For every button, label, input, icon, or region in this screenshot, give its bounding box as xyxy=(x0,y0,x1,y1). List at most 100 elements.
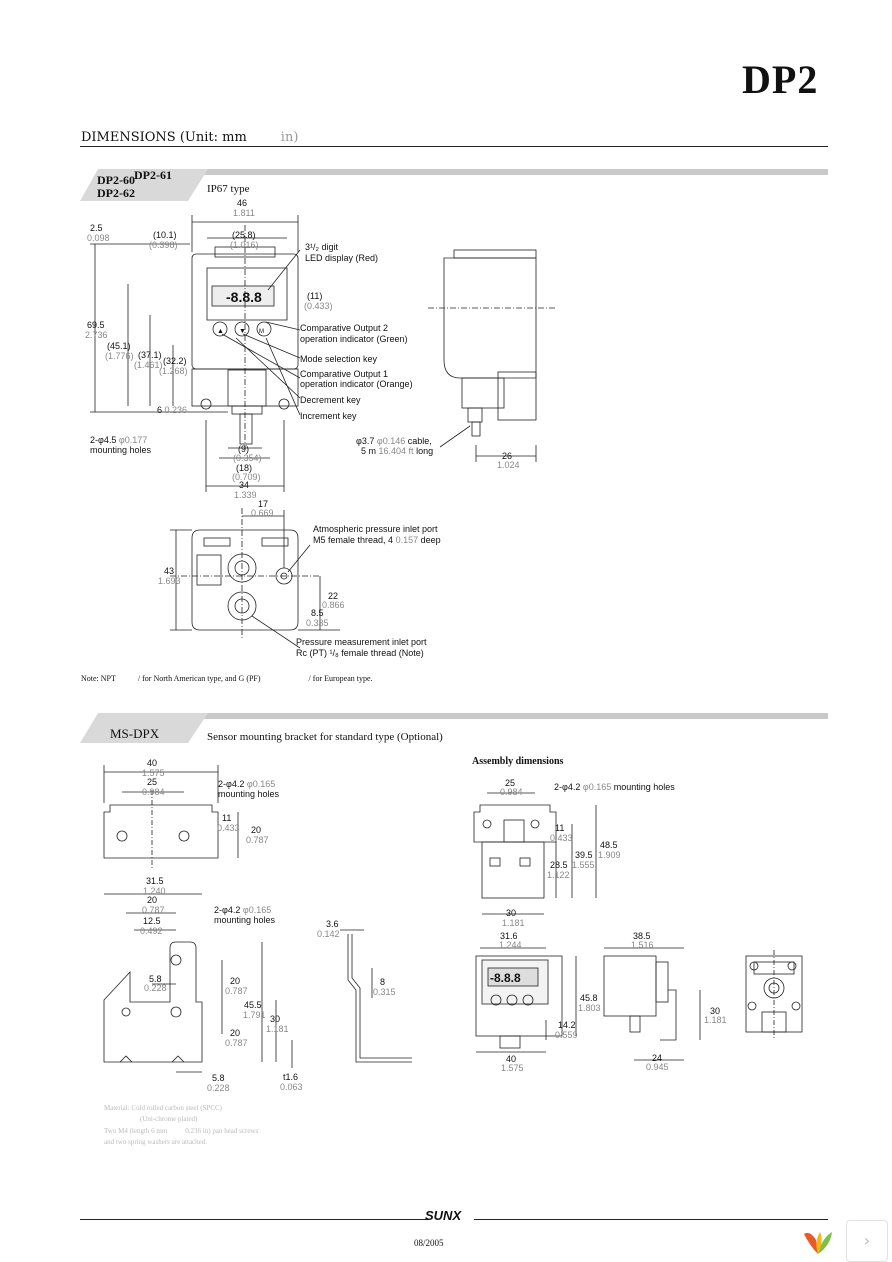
dim-ms-12-5: 12.5 xyxy=(143,916,161,926)
dim-ms-5-8-in: 0.228 xyxy=(144,983,167,993)
dim-asm-24: 24 xyxy=(652,1053,663,1063)
dim-asm-28-5: 28.5 xyxy=(550,860,568,870)
dim-asm-39-5-in: 1.555 xyxy=(572,860,595,870)
dim-asm-30b: 30 xyxy=(710,1006,721,1016)
dim-ms-25: 25 xyxy=(147,777,158,787)
section-rule xyxy=(80,146,828,147)
dim-ms-5-8: 5.8 xyxy=(149,974,162,984)
dim-ms-30: 30 xyxy=(270,1014,281,1024)
cable-spec-a: φ3.7 φ0.146 cable, xyxy=(356,436,432,446)
assembly-title: Assembly dimensions xyxy=(472,756,564,767)
callout-out1-a: Comparative Output 1 xyxy=(300,369,389,379)
sunx-logo: SUNX xyxy=(425,1208,462,1223)
ip67-label: IP67 type xyxy=(207,183,250,195)
callout-mode: Mode selection key xyxy=(300,354,378,364)
dim-ms-25-in: 0.984 xyxy=(142,787,165,797)
mounting-holes-a: 2-φ4.5 φ0.177 xyxy=(90,435,148,445)
dim-asm-39-5: 39.5 xyxy=(575,850,593,860)
dim-asm-31-6: 31.6 xyxy=(500,931,518,941)
dim-37-1: (37.1) xyxy=(138,350,162,360)
dim-ms-t1-6: t1.6 xyxy=(283,1072,299,1082)
dim-asm-48-5-in: 1.909 xyxy=(598,850,621,860)
dim-ms-31-5-in: 1.240 xyxy=(143,886,166,896)
dim-ms-30-in: 1.181 xyxy=(266,1024,289,1034)
dim-asm-14-2: 14.2 xyxy=(558,1020,576,1030)
svg-text:▼: ▼ xyxy=(239,328,246,335)
dim-8-5: 8.5 xyxy=(311,608,324,618)
dim-34: 34 xyxy=(239,480,250,490)
dim-25-8: (25.8) xyxy=(232,230,256,240)
dim-46-in: 1.811 xyxy=(233,208,255,218)
dim-ms-11-in: 0.433 xyxy=(217,823,240,833)
dim-17-in: 0.669 xyxy=(251,508,274,518)
dim-ms-20d: 20 xyxy=(230,1028,241,1038)
dim-22-in: 0.866 xyxy=(322,600,345,610)
dim-ms-45-5-in: 1.791 xyxy=(243,1010,266,1020)
dim-69-5-in: 2.736 xyxy=(85,330,108,340)
dim-ms-20-in: 0.787 xyxy=(246,835,269,845)
msdpx-description: Sensor mounting bracket for standard typ… xyxy=(207,731,443,743)
callout-decrement: Decrement key xyxy=(300,395,361,405)
ms-holes-label-b: mounting holes xyxy=(214,915,276,925)
dim-asm-30-in: 1.181 xyxy=(502,918,525,928)
dim-10-1: (10.1) xyxy=(153,230,177,240)
dim-asm-48-5: 48.5 xyxy=(600,840,618,850)
callout-increment: Increment key xyxy=(300,411,357,421)
footer-date: 08/2005 xyxy=(414,1238,444,1248)
dim-11: (11) xyxy=(307,291,323,301)
dim-45-1: (45.1) xyxy=(107,341,131,351)
callout-atm-2: M5 female thread, 4 0.157 deep xyxy=(313,535,441,545)
dim-26-in: 1.024 xyxy=(497,460,520,470)
dim-asm-30b-in: 1.181 xyxy=(704,1015,727,1025)
dim-ms-8: 8 xyxy=(380,977,386,987)
dim-asm-45-8-in: 1.803 xyxy=(578,1003,601,1013)
viewer-logo-icon xyxy=(804,1232,832,1254)
dim-25-8-in: (1.016) xyxy=(230,240,259,250)
ms-holes-a: 2-φ4.2 φ0.165 xyxy=(218,779,276,789)
ms-holes-label-a: mounting holes xyxy=(218,789,280,799)
dim-ms-20b: 20 xyxy=(147,895,158,905)
callout-led-1: 3¹/₂ digit xyxy=(305,242,339,252)
dim-asm-24-in: 0.945 xyxy=(646,1062,669,1072)
thread-note: Note: NPT/ for North American type, and … xyxy=(81,674,373,683)
dim-43-in: 1.693 xyxy=(158,576,181,586)
tab-dp2-60: DP2-60 xyxy=(97,173,135,187)
callout-out2-a: Comparative Output 2 xyxy=(300,323,389,333)
dim-32-2: (32.2) xyxy=(163,356,187,366)
asm-holes: 2-φ4.2 φ0.165 mounting holes xyxy=(554,782,675,792)
callout-led-2: LED display (Red) xyxy=(305,253,379,263)
svg-text:▲: ▲ xyxy=(217,328,224,335)
dim-43: 43 xyxy=(164,566,175,576)
dim-asm-40: 40 xyxy=(506,1054,517,1064)
section-band-msdpx xyxy=(200,713,828,719)
material-note-4: and two spring washers are attached. xyxy=(104,1138,208,1146)
dim-asm-11: 11 xyxy=(555,823,565,833)
svg-text:M: M xyxy=(259,329,264,335)
callout-pressure-2: Rc (PT) ¹/₈ female thread (Note) xyxy=(296,648,424,658)
dim-46: 46 xyxy=(237,198,248,208)
dim-69-5: 69.5 xyxy=(87,320,105,330)
dim-ms-12-5-in: 0.492 xyxy=(140,926,163,936)
dim-asm-40-in: 1.575 xyxy=(501,1063,524,1073)
callout-pressure-1: Pressure measurement inlet port xyxy=(296,637,427,647)
footer-rule-right xyxy=(474,1219,828,1220)
led-display-frame xyxy=(206,267,288,321)
material-note-1: Material: Cold rolled carbon steel (SPCC… xyxy=(104,1104,223,1112)
dim-ms-5-8b: 5.8 xyxy=(212,1073,225,1083)
dim-ms-40-in: 1.575 xyxy=(142,768,165,778)
dim-ms-20: 20 xyxy=(251,825,262,835)
section-band-dp2 xyxy=(200,169,828,175)
section-tab-msdpx-bg xyxy=(80,713,208,743)
next-page-button[interactable]: › xyxy=(846,1220,888,1262)
tab-dp2-62: DP2-62 xyxy=(97,186,135,200)
footer-rule-left xyxy=(80,1219,428,1220)
dim-9-in: (0.354) xyxy=(233,453,262,463)
section-tab-dp2-bg xyxy=(80,169,208,201)
dim-ms-20c: 20 xyxy=(230,976,241,986)
dim-6: 6 0.236 xyxy=(157,405,188,415)
dim-34-in: 1.339 xyxy=(234,490,257,500)
dim-asm-14-2-in: 0.559 xyxy=(555,1030,578,1040)
dim-ms-31-5: 31.5 xyxy=(146,876,164,886)
